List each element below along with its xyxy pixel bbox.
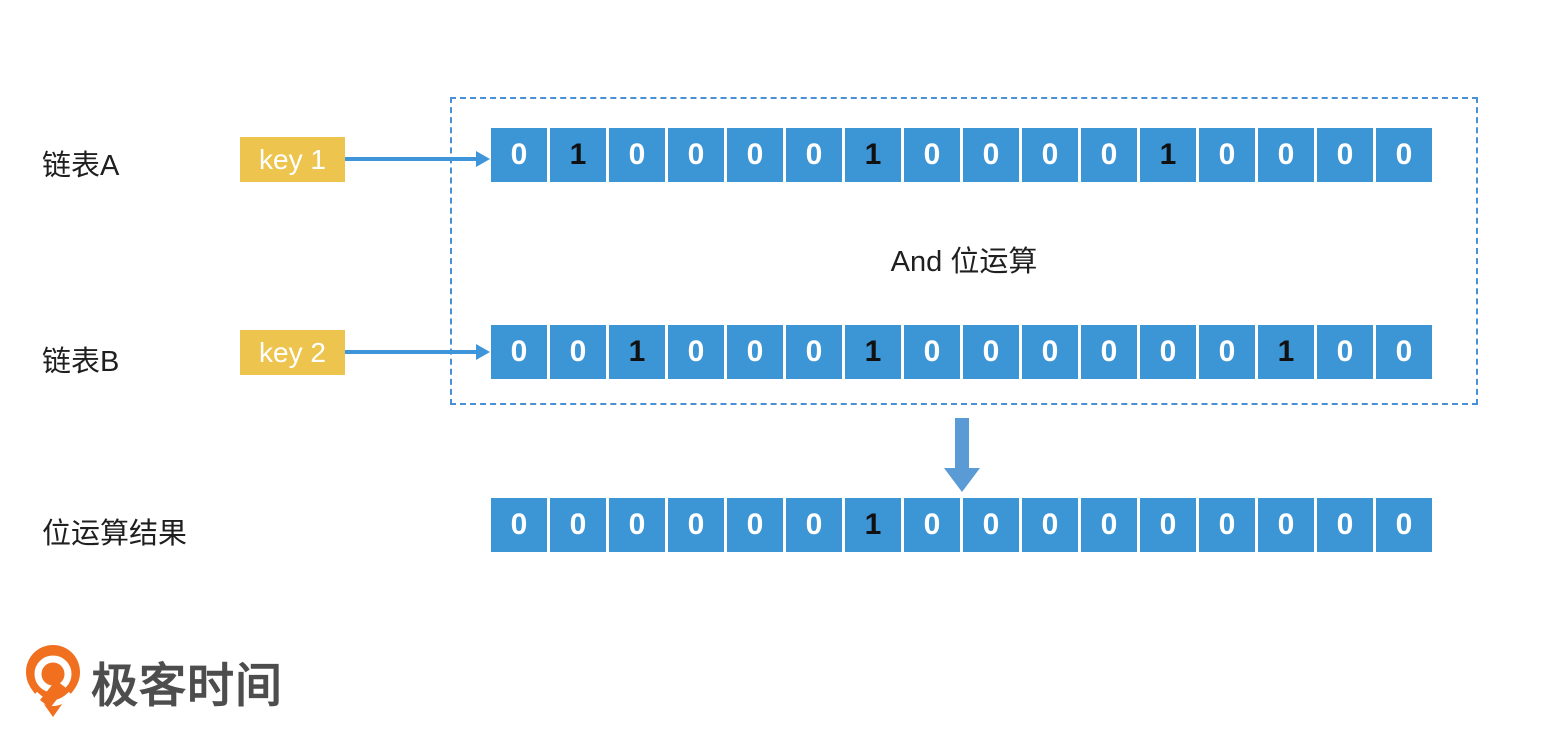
bit-cell: 0 [1140,325,1196,379]
bit-cell: 1 [845,498,901,552]
bit-cell: 0 [1199,498,1255,552]
bit-cell: 1 [550,128,606,182]
bit-cell: 0 [1317,325,1373,379]
bit-cell: 0 [1081,128,1137,182]
bit-cell: 0 [786,498,842,552]
bit-cell: 0 [1376,128,1432,182]
key1-box: key 1 [240,137,345,182]
arrow-head [476,151,490,167]
bit-cell: 0 [1199,325,1255,379]
bit-cell: 0 [491,325,547,379]
key1-label: key 1 [259,143,326,175]
bit-cell: 0 [1199,128,1255,182]
arrow-shaft [955,418,969,470]
bit-cell: 0 [1140,498,1196,552]
bit-cell: 1 [845,325,901,379]
bit-cell: 0 [491,128,547,182]
bit-cell: 0 [1317,498,1373,552]
bit-cell: 0 [1258,498,1314,552]
bit-cell: 0 [550,325,606,379]
bit-cell: 0 [963,128,1019,182]
bit-cell: 0 [1022,128,1078,182]
bit-cell: 0 [1317,128,1373,182]
bit-cell: 0 [1376,325,1432,379]
bit-cell: 0 [1258,128,1314,182]
bit-cell: 0 [904,498,960,552]
list-a-label: 链表A [42,150,120,182]
bit-cell: 0 [727,128,783,182]
key2-box: key 2 [240,330,345,375]
bit-cell: 0 [609,498,665,552]
bit-cell: 0 [963,325,1019,379]
bit-cell: 0 [904,128,960,182]
list-b-label: 链表B [42,346,120,378]
arrow-head [944,468,980,492]
arrow-shaft [345,350,478,354]
geektime-logo: 极客时间 [25,644,283,718]
bit-cell: 0 [491,498,547,552]
bit-cell: 1 [845,128,901,182]
geektime-logo-icon [26,645,80,717]
bit-cell: 0 [550,498,606,552]
arrow-head [476,344,490,360]
bit-cell: 0 [786,128,842,182]
bit-cell: 0 [963,498,1019,552]
bit-cell: 0 [668,128,724,182]
operation-label: And 位运算 [890,246,1038,278]
bit-cell: 0 [668,498,724,552]
result-label: 位运算结果 [42,518,188,550]
arrow-shaft [345,157,478,161]
arrow-right-icon [345,151,490,167]
bit-cell: 0 [727,498,783,552]
geektime-logo-text: 极客时间 [91,658,283,712]
bit-cell: 0 [727,325,783,379]
bit-cell: 1 [1258,325,1314,379]
bit-cell: 0 [609,128,665,182]
key2-label: key 2 [259,336,326,368]
bit-cell: 0 [668,325,724,379]
bit-cell: 0 [1022,498,1078,552]
bit-cell: 0 [904,325,960,379]
bit-cell: 0 [1376,498,1432,552]
and-group-dashed-border [450,97,1478,405]
bit-cell: 1 [1140,128,1196,182]
bit-cell: 0 [1081,498,1137,552]
bit-cell: 1 [609,325,665,379]
bit-cell: 0 [786,325,842,379]
bit-cell: 0 [1081,325,1137,379]
bit-cell: 0 [1022,325,1078,379]
arrow-right-icon [345,344,490,360]
arrow-down-icon [944,418,980,492]
